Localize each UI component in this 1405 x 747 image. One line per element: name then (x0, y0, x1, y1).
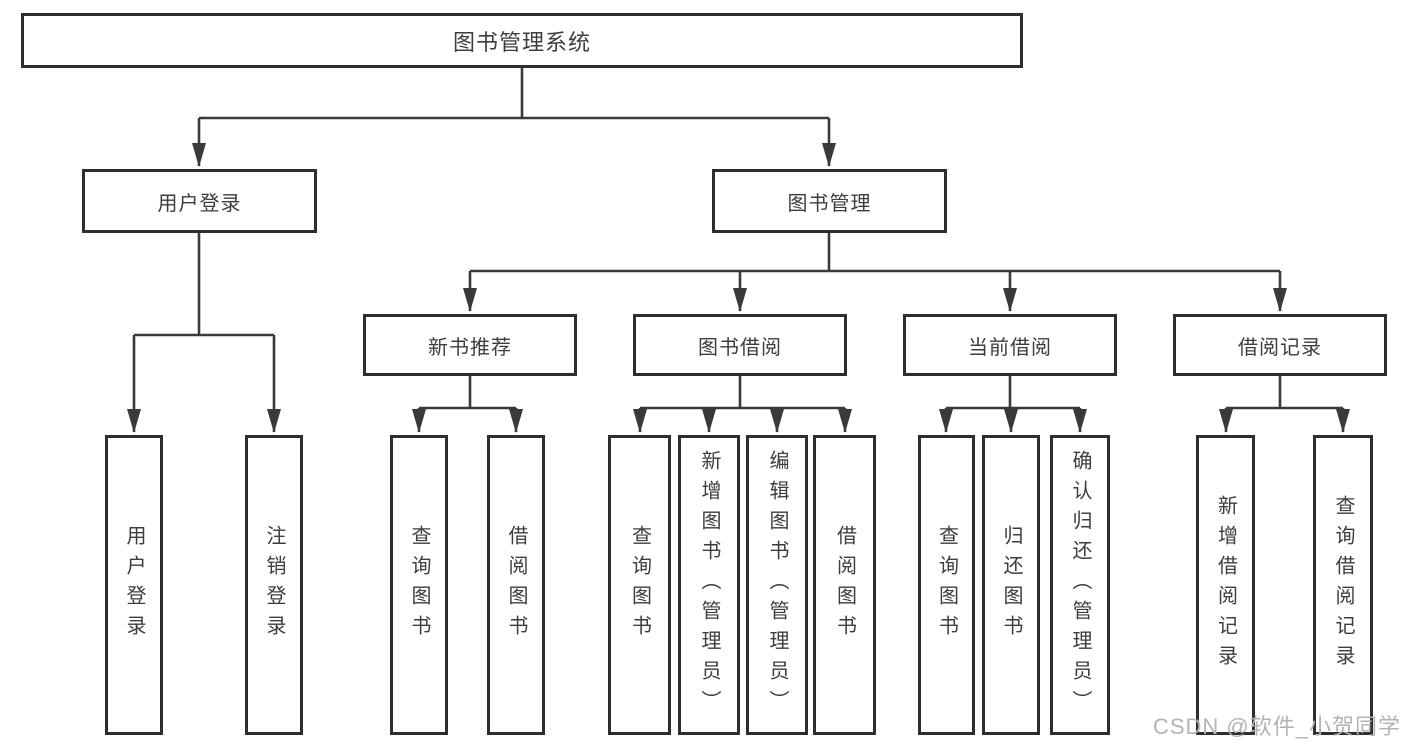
leaf-label: 借阅图书 (505, 525, 527, 645)
node-label: 用户登录 (157, 192, 242, 215)
leaf-label: 归还图书 (1000, 525, 1022, 645)
leaf-label: 借阅图书 (833, 525, 856, 645)
node-library-management-system: 图书管理系统 (21, 13, 1023, 68)
leaf-label: 用户登录 (123, 525, 145, 645)
node-label: 借阅记录 (1238, 336, 1322, 359)
leaf-logout: 注销登录 (245, 435, 303, 735)
node-label: 图书管理系统 (452, 29, 591, 55)
leaf-edit-book-admin: 编辑图书（管理员） (746, 435, 808, 735)
node-new-book-recommend: 新书推荐 (363, 314, 577, 376)
leaf-label: 查询借阅记录 (1332, 495, 1354, 675)
leaf-return-book: 归还图书 (982, 435, 1040, 735)
leaf-label: 确认归还（管理员） (1069, 450, 1091, 720)
leaf-label: 新增借阅记录 (1214, 495, 1237, 675)
leaf-label: 新增图书（管理员） (698, 450, 720, 720)
node-book-borrowing: 图书借阅 (633, 314, 847, 376)
csdn-watermark: CSDN @软件_小贺同学 (1152, 714, 1401, 739)
node-book-management: 图书管理 (712, 169, 947, 233)
leaf-borrow-books-recommend: 借阅图书 (487, 435, 545, 735)
node-label: 新书推荐 (428, 336, 512, 359)
leaf-label: 查询图书 (408, 525, 430, 645)
leaf-user-login: 用户登录 (105, 435, 163, 735)
node-label: 图书管理 (787, 192, 872, 215)
leaf-label: 编辑图书（管理员） (766, 450, 788, 720)
leaf-query-books-borrowing: 查询图书 (608, 435, 671, 735)
node-label: 图书借阅 (698, 336, 782, 359)
leaf-label: 查询图书 (935, 525, 958, 645)
node-borrowing-records: 借阅记录 (1173, 314, 1387, 376)
node-label: 当前借阅 (968, 336, 1052, 359)
node-user-login: 用户登录 (82, 169, 317, 233)
node-current-borrowing: 当前借阅 (903, 314, 1117, 376)
leaf-label: 注销登录 (263, 525, 285, 645)
leaf-add-book-admin: 新增图书（管理员） (678, 435, 740, 735)
leaf-label: 查询图书 (628, 525, 651, 645)
leaf-query-borrow-record: 查询借阅记录 (1313, 435, 1373, 735)
leaf-borrow-books: 借阅图书 (813, 435, 876, 735)
leaf-add-borrow-record: 新增借阅记录 (1196, 435, 1255, 735)
leaf-query-books-current: 查询图书 (918, 435, 975, 735)
leaf-query-books-recommend: 查询图书 (390, 435, 448, 735)
leaf-confirm-return-admin: 确认归还（管理员） (1050, 435, 1110, 735)
